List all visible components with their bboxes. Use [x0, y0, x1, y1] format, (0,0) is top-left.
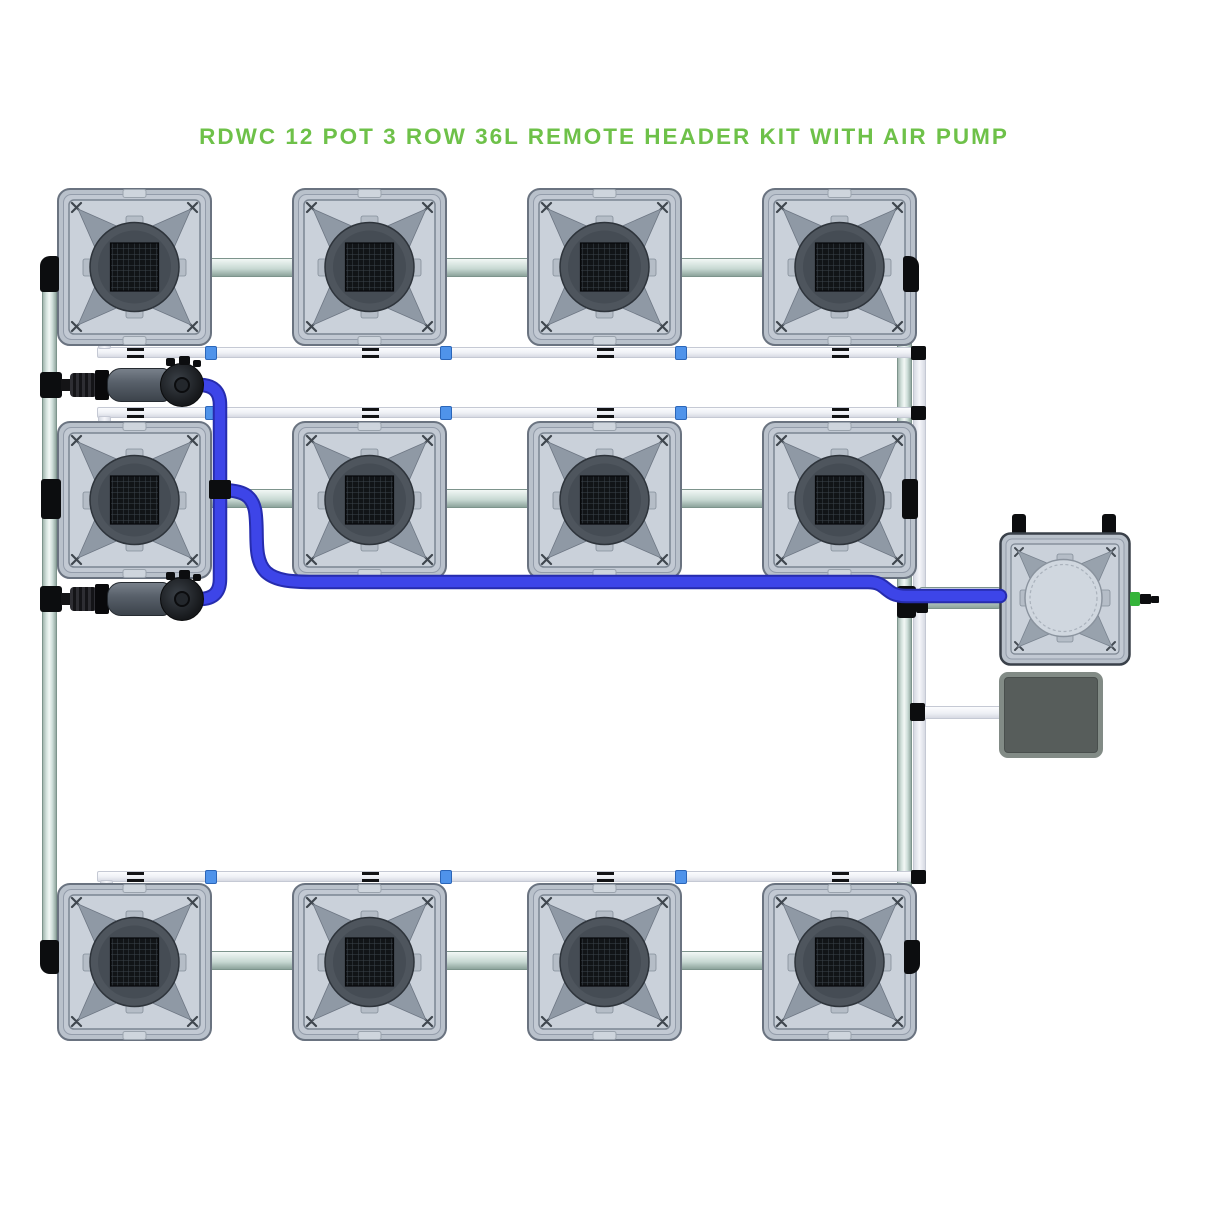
return-pipe2-blue-clip-1 — [205, 406, 217, 420]
header-tank-art — [999, 532, 1131, 666]
tank-post-right — [1102, 514, 1116, 533]
header-tank — [999, 532, 1131, 666]
pot-12 — [761, 882, 918, 1042]
right-junction-elbow-fitting — [897, 586, 916, 618]
return-pipe1-bulkhead-clip-1 — [127, 348, 144, 358]
row3-return-pipe — [97, 871, 919, 882]
row2-return-pipe — [97, 407, 919, 418]
return-pipe1-bulkhead-clip-4 — [832, 348, 849, 358]
pot-4 — [761, 187, 918, 347]
return-pipe1-bulkhead-clip-2 — [362, 348, 379, 358]
pot-5 — [56, 420, 213, 580]
water-pump-2-nub-2 — [179, 570, 190, 579]
return-pipe2-bulkhead-clip-2 — [362, 408, 379, 418]
right-row2-tee-fitting — [902, 479, 918, 519]
tank-inlet-connector — [916, 589, 928, 613]
tank-feed-pipe — [919, 587, 1001, 609]
pot-6 — [291, 420, 448, 580]
row2-link-pipe-3 — [672, 489, 774, 508]
pot-art-svg — [56, 882, 213, 1042]
pot-art-svg — [761, 882, 918, 1042]
return-pipe3-blue-clip-3 — [675, 870, 687, 884]
water-pump-1-nub-3 — [193, 360, 201, 367]
water-pump-2-manifold-tee — [40, 586, 62, 612]
pot-art-svg — [56, 420, 213, 580]
pot-art-svg — [761, 420, 918, 580]
return-pipe2-blue-clip-3 — [675, 406, 687, 420]
return-pipe2-bulkhead-clip-4 — [832, 408, 849, 418]
row1-link-pipe-3 — [672, 258, 774, 277]
row3-link-pipe-3 — [672, 951, 774, 970]
water-pump-2-body — [107, 582, 169, 616]
water-pump-1-nub-2 — [179, 356, 190, 365]
water-pump-2-stem — [61, 593, 72, 605]
return-pipe3-blue-clip-1 — [205, 870, 217, 884]
right-top-elbow-fitting — [903, 256, 919, 292]
air-pump — [999, 672, 1103, 758]
right-bottom-elbow-fitting — [904, 940, 920, 974]
pot-1 — [56, 187, 213, 347]
pot-10 — [291, 882, 448, 1042]
tank-post-left — [1012, 514, 1026, 533]
water-pump-2-impeller-cap — [174, 591, 190, 607]
return-pipe3-blue-clip-2 — [440, 870, 452, 884]
water-pump-2-union-nut — [70, 587, 97, 611]
pot-9 — [56, 882, 213, 1042]
row3-link-pipe-1 — [202, 951, 304, 970]
air-pump-airline — [921, 706, 1001, 719]
pot-art-svg — [526, 882, 683, 1042]
pot-2 — [291, 187, 448, 347]
pot-8 — [761, 420, 918, 580]
pot-7 — [526, 420, 683, 580]
tank-drain-fitting-green — [1130, 592, 1140, 606]
water-pump-1-nub-1 — [166, 358, 175, 366]
return-pipe2-bulkhead-clip-1 — [127, 408, 144, 418]
left-bottom-elbow-fitting — [40, 940, 59, 974]
pot-art-svg — [526, 420, 683, 580]
return-pipe2-riser-clip — [911, 406, 926, 420]
water-pump-1-union-nut — [70, 373, 97, 397]
pot-art-svg — [526, 187, 683, 347]
pot-art-svg — [291, 187, 448, 347]
return-pipe1-blue-clip-1 — [205, 346, 217, 360]
return-pipe3-bulkhead-clip-1 — [127, 872, 144, 882]
return-pipe1-blue-clip-2 — [440, 346, 452, 360]
water-pump-1-manifold-tee — [40, 372, 62, 398]
return-pipe3-riser-clip — [911, 870, 926, 884]
pot-3 — [526, 187, 683, 347]
pot-art-svg — [761, 187, 918, 347]
return-pipe1-blue-clip-3 — [675, 346, 687, 360]
water-pump-2-nub-1 — [166, 572, 175, 580]
return-pipe3-bulkhead-clip-2 — [362, 872, 379, 882]
row2-link-pipe-1 — [202, 489, 304, 508]
water-pump-2-inlet-collar — [95, 584, 109, 614]
pot-11 — [526, 882, 683, 1042]
tank-drain-tap-nub — [1151, 596, 1159, 603]
water-pump-1-stem — [61, 379, 72, 391]
left-top-elbow-fitting — [40, 256, 59, 292]
water-pump-1-impeller-cap — [174, 377, 190, 393]
return-pipe2-blue-clip-2 — [440, 406, 452, 420]
return-pipe3-bulkhead-clip-4 — [832, 872, 849, 882]
row2-link-pipe-2 — [437, 489, 539, 508]
return-pipe1-riser-clip — [911, 346, 926, 360]
pot-art-svg — [291, 882, 448, 1042]
water-pump-1-body — [107, 368, 169, 402]
return-pipe3-bulkhead-clip-3 — [597, 872, 614, 882]
row1-link-pipe-2 — [437, 258, 539, 277]
water-pump-2-nub-3 — [193, 574, 201, 581]
pot-art-svg — [56, 187, 213, 347]
diagram-title: RDWC 12 POT 3 ROW 36L REMOTE HEADER KIT … — [199, 124, 1009, 149]
row1-return-pipe — [97, 347, 919, 358]
airline-clip — [910, 703, 925, 721]
left-row2-tee-fitting — [41, 479, 61, 519]
row3-link-pipe-2 — [437, 951, 539, 970]
return-pipe1-bulkhead-clip-3 — [597, 348, 614, 358]
pot-art-svg — [291, 420, 448, 580]
row1-link-pipe-1 — [202, 258, 304, 277]
return-pipe2-bulkhead-clip-3 — [597, 408, 614, 418]
water-pump-1-inlet-collar — [95, 370, 109, 400]
tank-drain-tap — [1140, 594, 1151, 604]
